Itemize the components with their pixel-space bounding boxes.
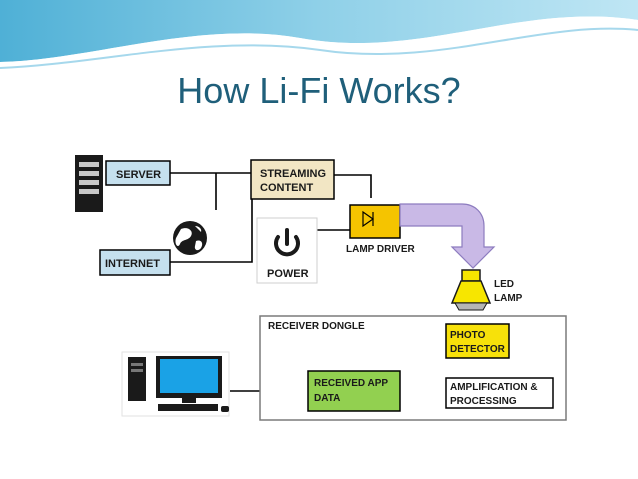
lamp-driver-box: LAMP DRIVER [346,204,415,255]
server-label: SERVER [116,169,161,181]
received-label-line1: RECEIVED APP [314,378,388,389]
photo-label-line2: DETECTOR [450,344,506,355]
internet-box: INTERNET [99,249,171,276]
photo-label-line1: PHOTO [450,330,486,341]
globe-icon [173,221,207,255]
streaming-content-box: STREAMING CONTENT [250,159,335,200]
slide-title: How Li-Fi Works? [177,70,461,111]
server-box: SERVER [105,160,171,186]
streaming-label-line1: STREAMING [260,168,326,180]
power-box: POWER [256,217,318,284]
header-wave-decoration [0,0,638,69]
power-label: POWER [267,268,309,280]
lifi-diagram: SERVER STREAMING CONTENT INTERNET POWER [70,150,570,430]
internet-label: INTERNET [105,258,160,270]
led-lamp-icon [450,269,492,311]
desktop-computer-icon [121,351,230,417]
photo-detector-box: PHOTO DETECTOR [445,323,510,359]
power-icon [274,235,300,257]
receiver-label: RECEIVER DONGLE [268,321,365,332]
light-beam-arrow [399,203,496,269]
led-label-line1: LED [494,279,514,290]
amplification-label-line1: AMPLIFICATION & [450,382,538,393]
led-label-line2: LAMP [494,293,523,304]
received-label-line2: DATA [314,393,340,404]
amplification-label-line2: PROCESSING [450,396,517,407]
server-tower-icon [75,155,103,212]
received-app-data-box: RECEIVED APP DATA [307,370,401,412]
streaming-label-line2: CONTENT [260,182,313,194]
lamp-driver-label: LAMP DRIVER [346,244,415,255]
amplification-processing-box: AMPLIFICATION & PROCESSING [445,377,554,409]
